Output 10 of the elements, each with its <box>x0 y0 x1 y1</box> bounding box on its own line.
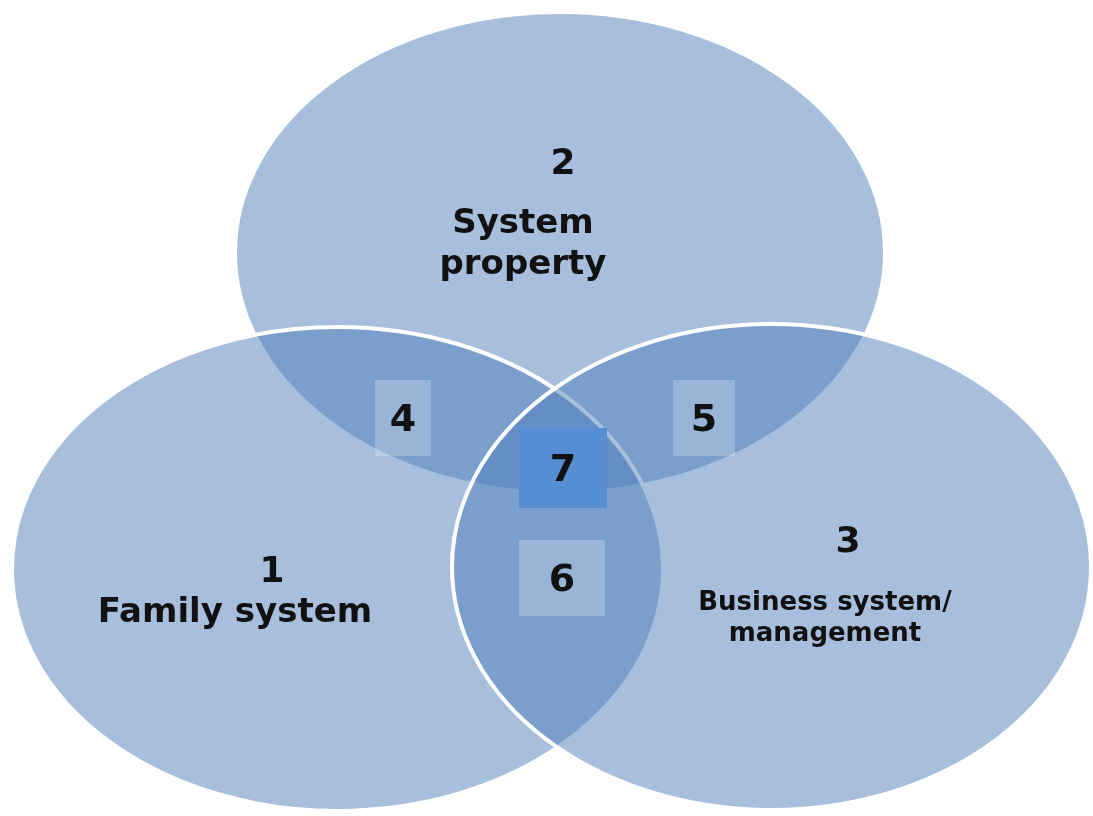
overlap-number-tile: 4 <box>375 380 431 456</box>
region-label: System property <box>438 201 608 283</box>
region-number: 3 <box>834 518 862 562</box>
region-number: 1 <box>258 548 286 592</box>
region-number: 2 <box>549 140 577 184</box>
overlap-number-tile: 7 <box>519 428 607 508</box>
region-label: Business system/ management <box>697 585 953 649</box>
region-label: Family system <box>96 589 374 631</box>
overlap-number-tile: 5 <box>673 380 735 456</box>
overlap-number-tile: 6 <box>519 540 605 616</box>
